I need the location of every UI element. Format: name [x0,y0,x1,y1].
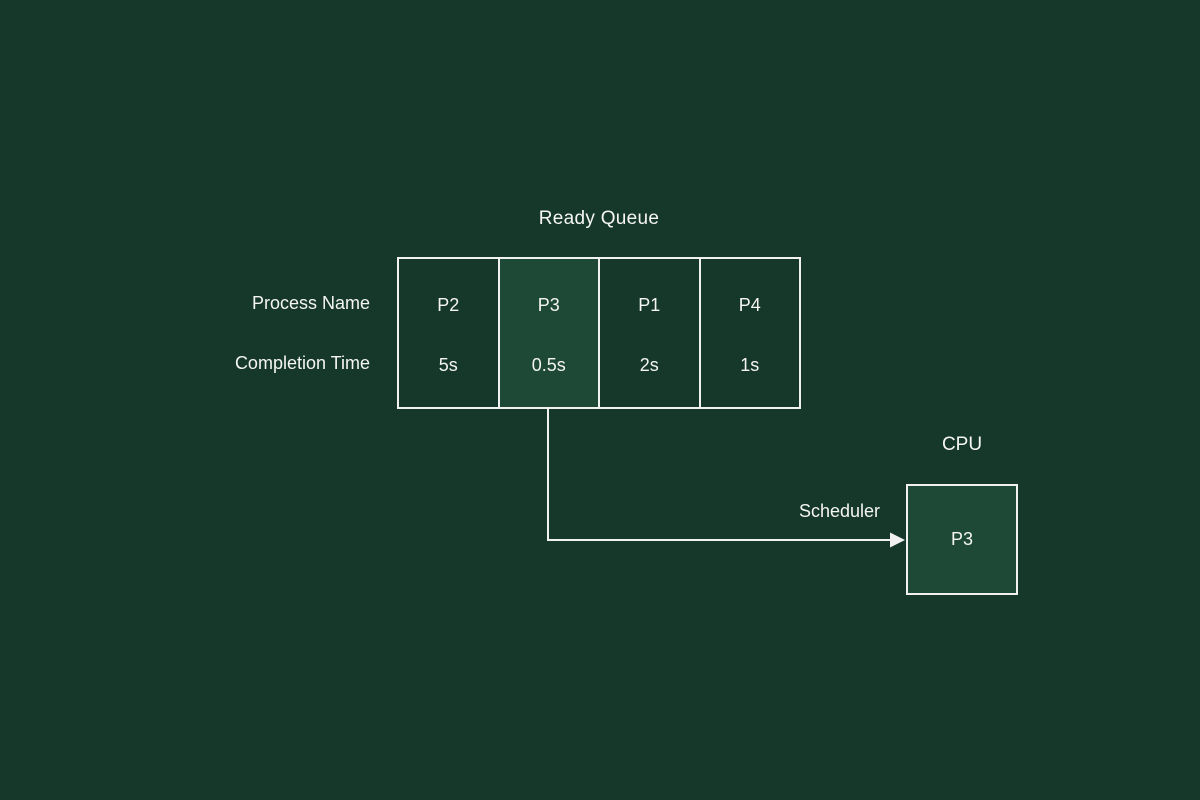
queue-cell: P2 5s [399,259,500,407]
queue-cell: P3 0.5s [499,259,600,407]
scheduler-label: Scheduler [798,501,880,521]
cpu-box: P3 [906,484,1018,595]
cpu-title: CPU [941,434,983,455]
completion-time: 5s [438,355,458,375]
cpu-running-process: P3 [950,529,974,549]
process-name: P3 [537,295,560,315]
queue-cell: P4 1s [701,259,800,407]
ready-queue-title: Ready Queue [538,208,660,229]
completion-time: 1s [740,355,760,375]
queue-cell: P1 2s [600,259,701,407]
process-name: P2 [437,295,460,315]
row-label-process-name: Process Name [251,293,370,313]
row-label-completion-time: Completion Time [234,353,370,373]
completion-time: 2s [639,355,659,375]
ready-queue-table: P2 5s P3 0.5s P1 2s P4 1s [397,257,801,409]
process-name: P4 [738,295,761,315]
process-name: P1 [638,295,661,315]
arrowhead-icon [890,532,905,548]
completion-time: 0.5s [531,355,566,375]
